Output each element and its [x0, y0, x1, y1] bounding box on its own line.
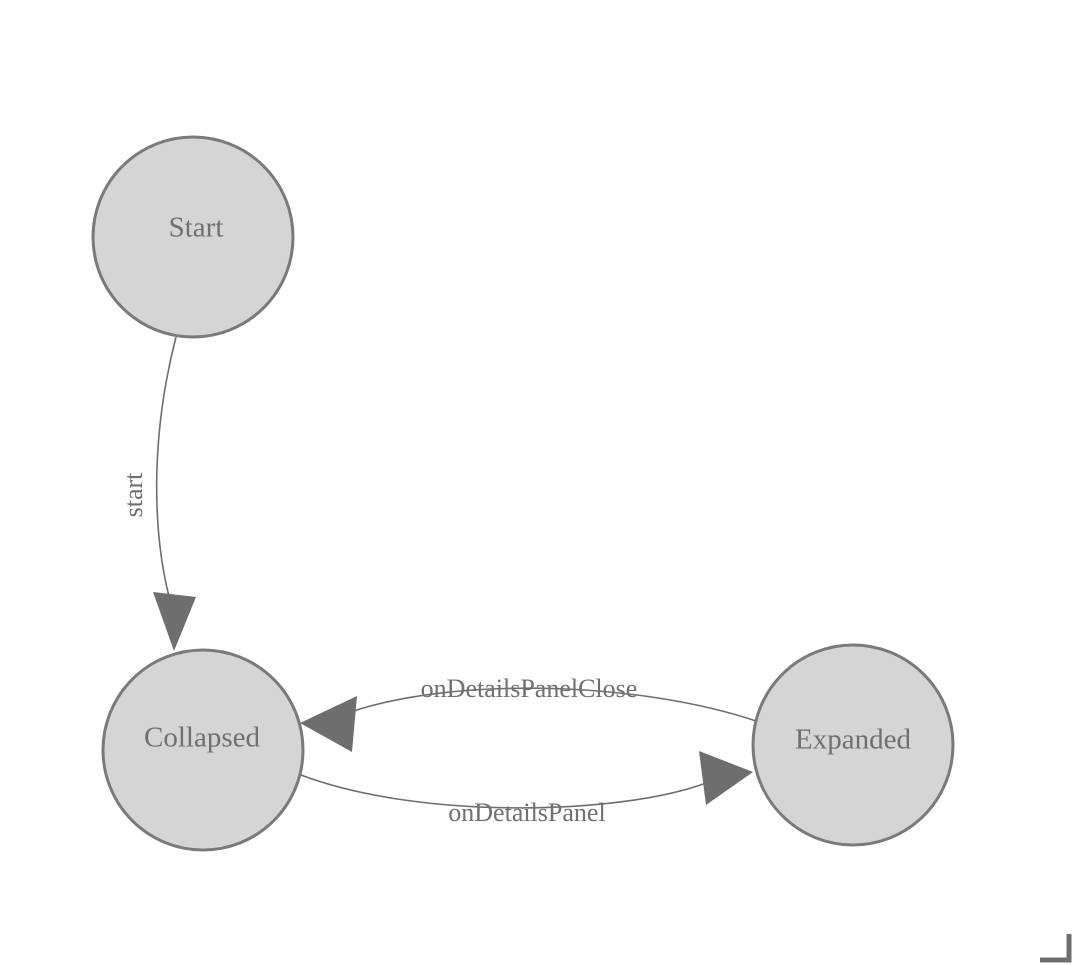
edge-expanded-to-collapsed-path	[344, 687, 760, 723]
edge-expanded-to-collapsed[interactable]: onDetailsPanelClose	[300, 674, 760, 752]
state-node-expanded-label: Expanded	[795, 724, 911, 756]
state-node-expanded-circle	[751, 643, 955, 847]
state-node-start-label: Start	[169, 212, 224, 244]
edge-label-on-details-panel-close: onDetailsPanelClose	[421, 674, 638, 703]
edge-collapsed-to-expanded[interactable]: onDetailsPanel	[300, 751, 753, 827]
edge-collapsed-to-expanded-path	[300, 774, 707, 809]
state-node-expanded[interactable]: Expanded	[751, 643, 955, 847]
edge-label-on-details-panel: onDetailsPanel	[448, 798, 605, 827]
state-node-collapsed-circle	[101, 648, 305, 852]
arrowhead-into-collapsed-top	[153, 592, 196, 651]
resize-handle-corner-bracket[interactable]	[1040, 934, 1072, 963]
state-node-start-circle	[91, 135, 295, 339]
edge-start-to-collapsed[interactable]: start	[119, 336, 196, 651]
edge-label-start: start	[119, 472, 148, 518]
arrowhead-into-expanded	[699, 751, 753, 805]
state-node-collapsed[interactable]: Collapsed	[101, 648, 305, 852]
state-node-start[interactable]: Start	[91, 135, 295, 339]
state-node-collapsed-label: Collapsed	[144, 722, 260, 754]
edge-start-to-collapsed-path	[155, 336, 177, 609]
arrowhead-into-collapsed-right	[300, 696, 357, 752]
